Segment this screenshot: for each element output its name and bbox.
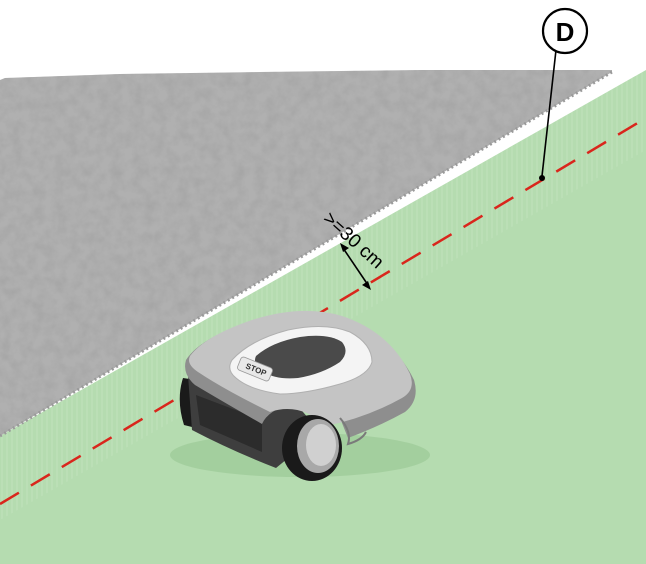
callout-leader-line [541,49,557,177]
distance-arrow-head-top [340,243,349,252]
callout-circle [541,7,589,55]
mower-chassis-shade [196,395,262,452]
boundary-wire [0,116,646,506]
stop-button [237,356,273,382]
callout-label: D [556,17,575,47]
robotic-mower: STOP [170,310,430,481]
hedge-edge [0,70,613,438]
callout-d: D [539,7,589,181]
front-wheel [282,415,342,481]
mower-fender [339,417,367,446]
callout-dot [539,175,545,181]
distance-arrow [342,247,369,286]
mower-display [255,335,346,379]
front-wheel-cap [306,424,336,466]
hedge [0,70,613,438]
distance-arrow-head-bottom [362,281,371,290]
